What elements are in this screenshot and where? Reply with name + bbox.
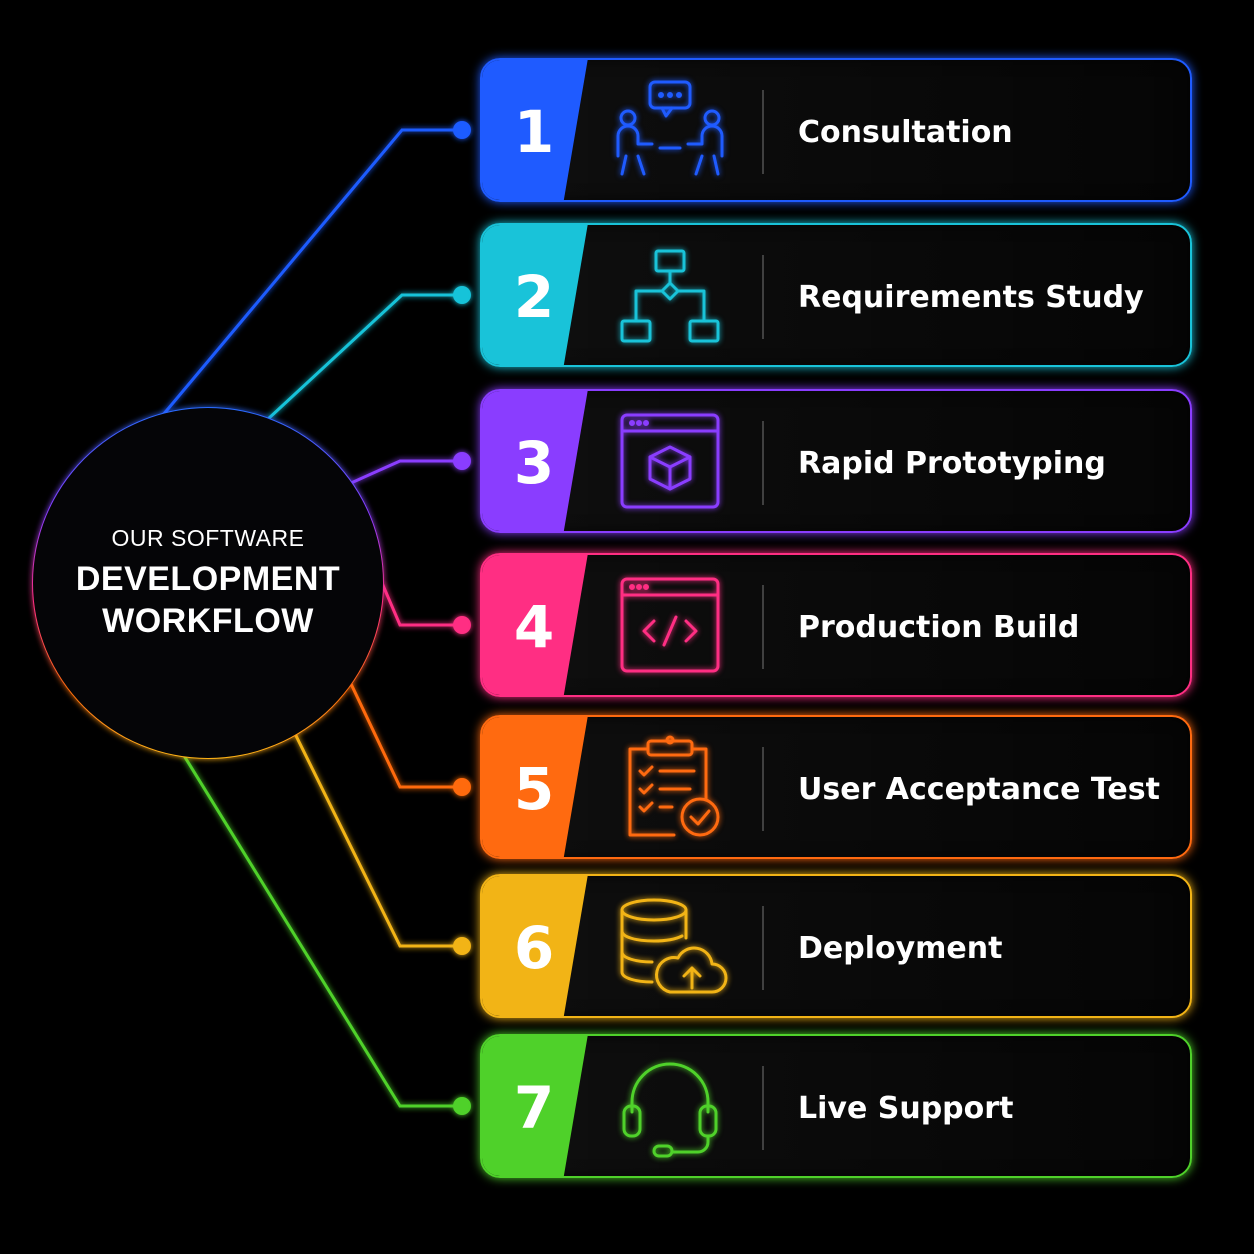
step-divider	[762, 1066, 764, 1150]
step-number: 1	[513, 98, 555, 166]
step-label: Rapid Prototyping	[798, 445, 1106, 481]
step-label: Production Build	[798, 609, 1080, 645]
step-number: 3	[513, 429, 555, 497]
connector-line-3	[349, 459, 462, 485]
connector-dot-6	[453, 937, 471, 955]
step-label: Consultation	[798, 114, 1013, 150]
connector-dot-1	[453, 121, 471, 139]
connector-dot-2	[453, 286, 471, 304]
step-card-requirements-study: 2 Requirements Study	[480, 223, 1192, 367]
step-label: User Acceptance Test	[798, 771, 1160, 807]
hub-title-line-3: WORKFLOW	[102, 601, 314, 640]
step-number: 5	[513, 755, 555, 823]
connector-line-2	[266, 293, 462, 421]
step-card-production-build: 4 Production Build	[480, 553, 1192, 697]
connector-dot-7	[453, 1097, 471, 1115]
browser-code-icon	[610, 573, 730, 679]
step-label: Deployment	[798, 930, 1003, 966]
step-divider	[762, 90, 764, 174]
step-card-rapid-prototyping: 3 Rapid Prototyping	[480, 389, 1192, 533]
step-card-deployment: 6 Deployment	[480, 874, 1192, 1018]
step-divider	[762, 747, 764, 831]
meeting-chat-icon	[610, 78, 730, 184]
hub-title-line-2: DEVELOPMENT	[75, 559, 341, 598]
hub-title-line-1: OUR SOFTWARE	[111, 524, 305, 551]
connector-dot-4	[453, 616, 471, 634]
connector-line-6	[293, 733, 462, 948]
connector-line-1	[161, 128, 462, 416]
step-number: 6	[513, 914, 555, 982]
browser-cube-icon	[610, 409, 730, 515]
step-divider	[762, 906, 764, 990]
step-divider	[762, 421, 764, 505]
step-number: 2	[513, 263, 555, 331]
step-number: 7	[513, 1074, 555, 1142]
step-number: 4	[513, 593, 555, 661]
step-divider	[762, 255, 764, 339]
step-label: Live Support	[798, 1090, 1014, 1126]
step-card-user-acceptance-test: 5 User Acceptance Test	[480, 715, 1192, 859]
workflow-hub: OUR SOFTWARE DEVELOPMENT WORKFLOW	[33, 408, 383, 758]
connector-dot-3	[453, 452, 471, 470]
step-divider	[762, 585, 764, 669]
step-label: Requirements Study	[798, 279, 1144, 315]
flowchart-icon	[610, 243, 730, 349]
connector-line-7	[182, 754, 462, 1108]
connector-line-5	[349, 682, 462, 789]
step-card-consultation: 1 Consultation	[480, 58, 1192, 202]
connector-dot-5	[453, 778, 471, 796]
connector-line-4	[380, 582, 462, 627]
step-card-live-support: 7 Live Support	[480, 1034, 1192, 1178]
headset-icon	[610, 1054, 730, 1160]
clipboard-check-icon	[610, 735, 730, 841]
database-cloud-upload-icon	[610, 894, 730, 1000]
